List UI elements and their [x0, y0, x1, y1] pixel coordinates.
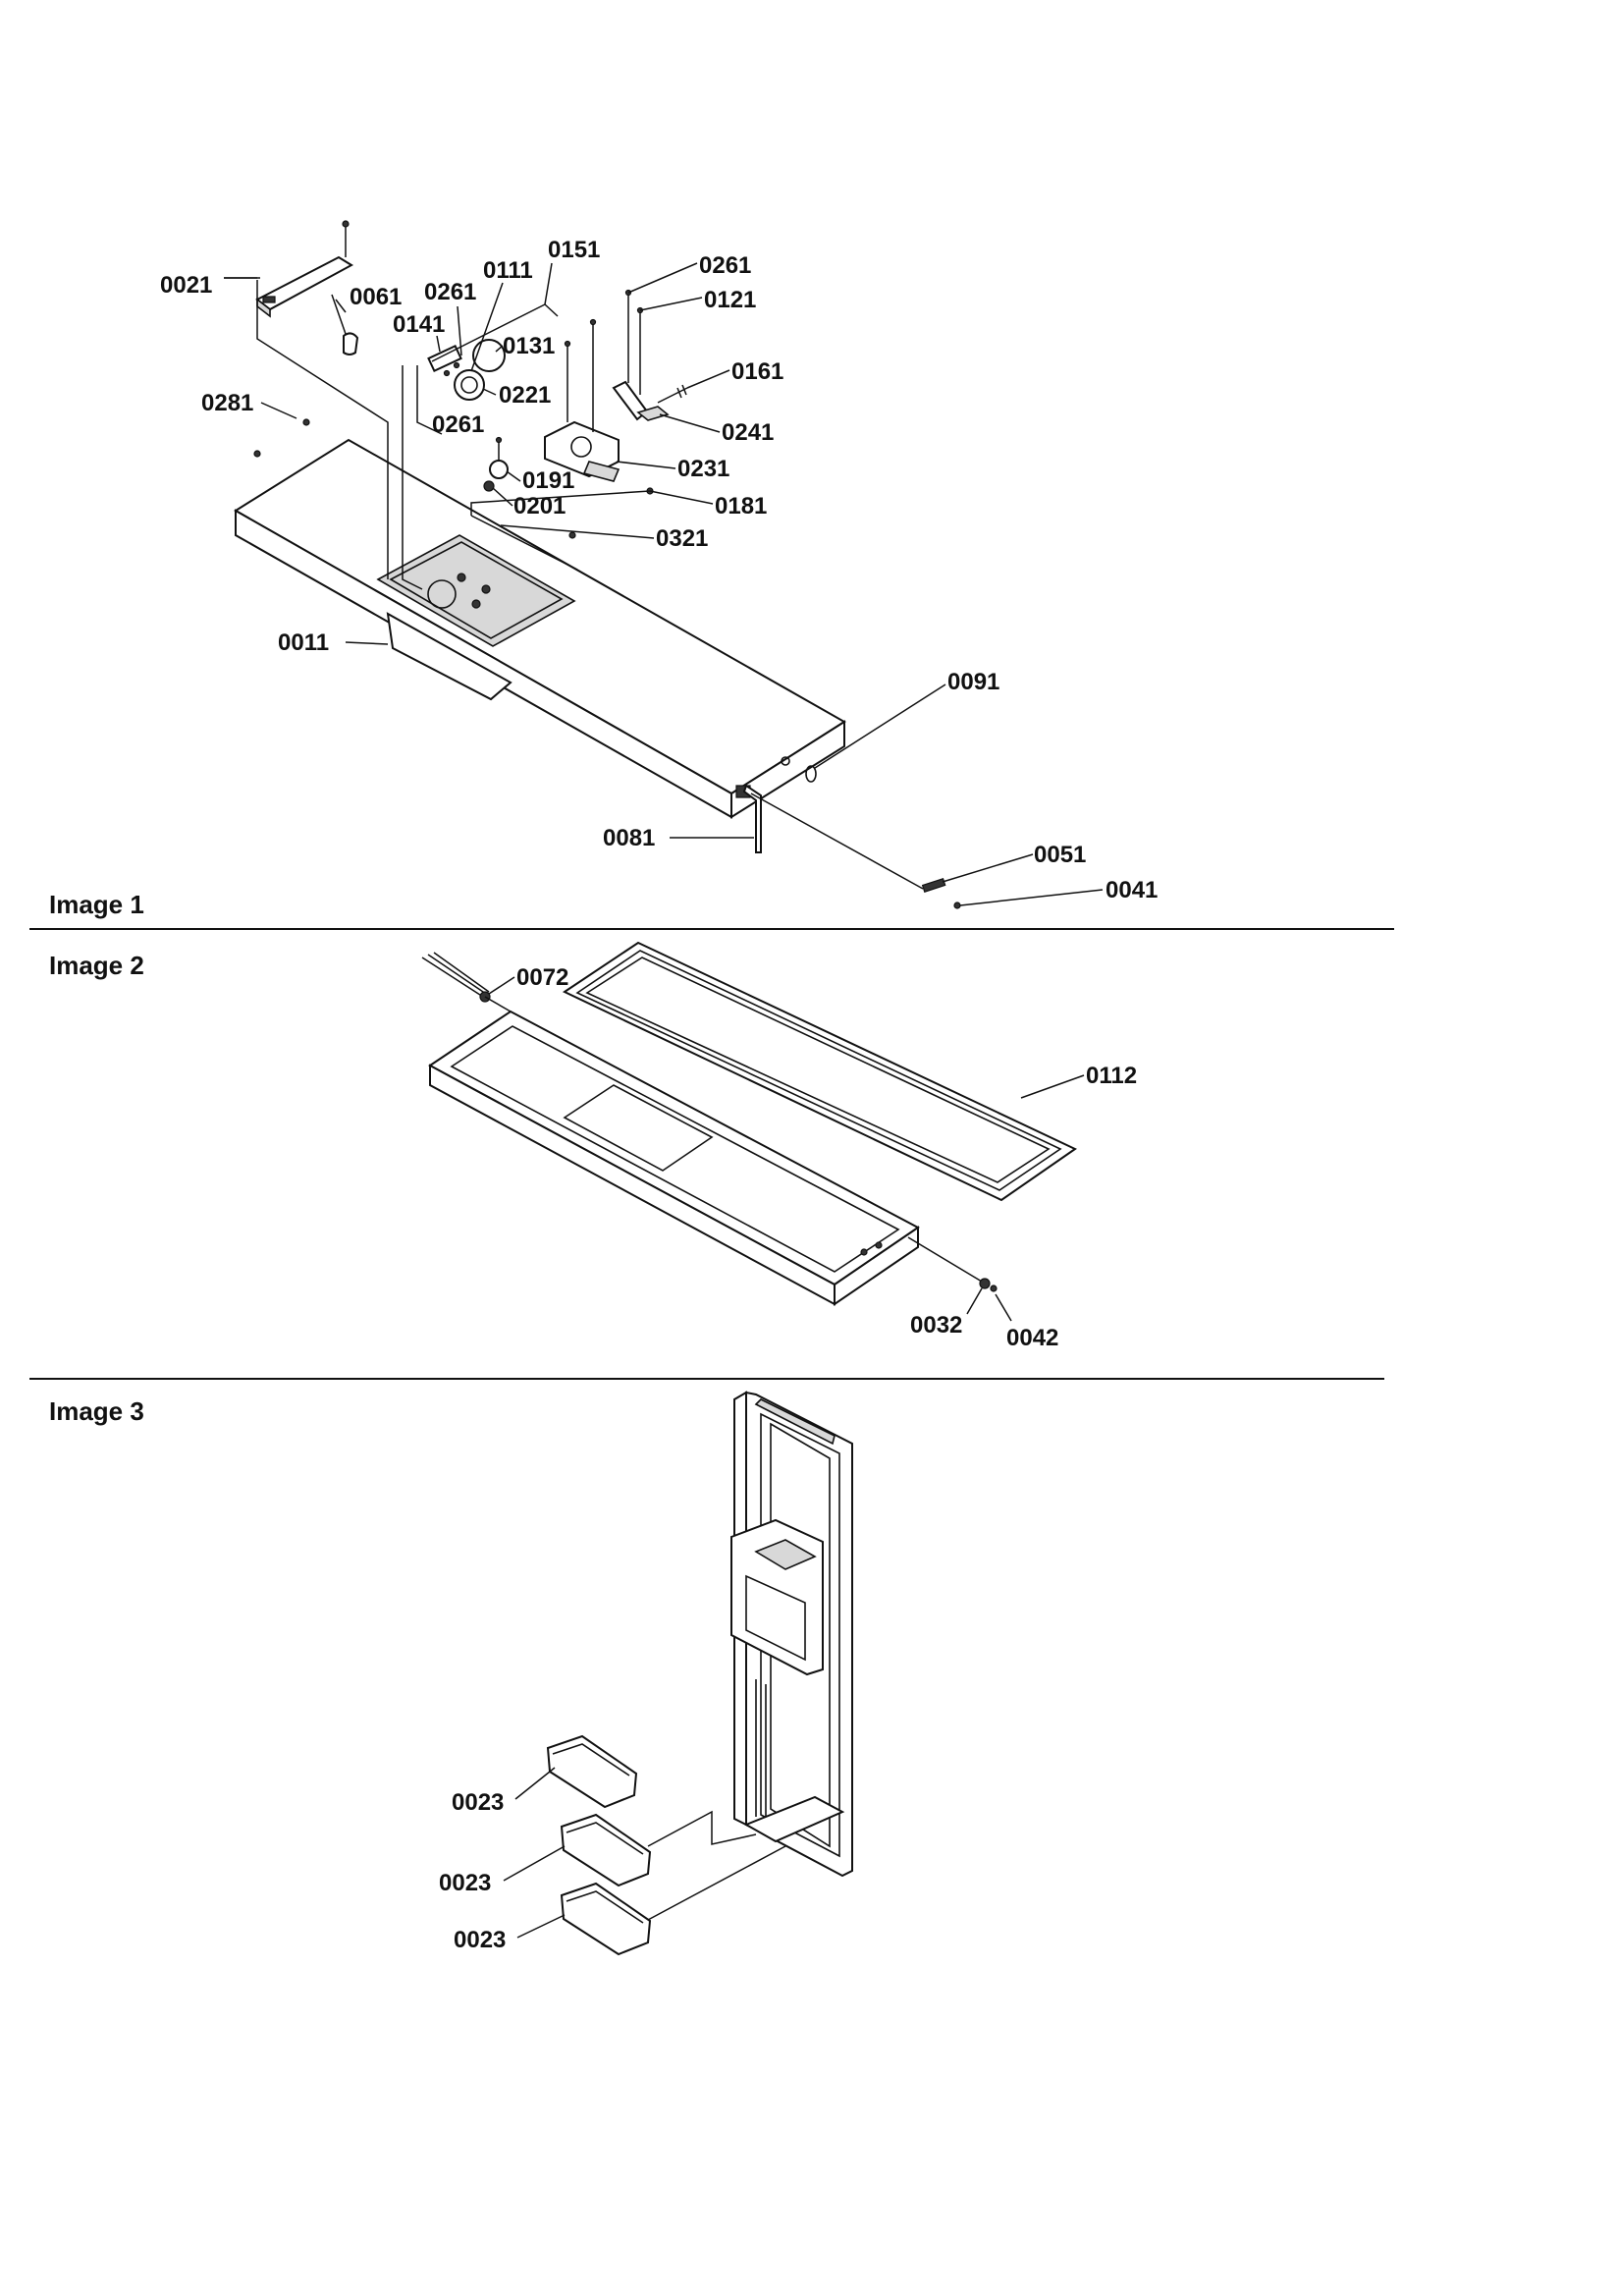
part-0041 [953, 902, 961, 909]
section-title-image-2: Image 2 [49, 951, 144, 980]
callout-0041: 0041 [1106, 877, 1158, 903]
callout-0023: 0023 [439, 1870, 491, 1896]
part-0191 [489, 460, 509, 479]
screw [253, 450, 261, 458]
callout-0131: 0131 [503, 333, 555, 359]
callout-0221: 0221 [499, 382, 551, 409]
section-title-image-1: Image 1 [49, 890, 144, 919]
callout-0191: 0191 [522, 467, 574, 494]
screw [302, 418, 310, 426]
callout-0121: 0121 [704, 287, 756, 313]
control-knob [427, 579, 457, 609]
part-0023-bin-3 [560, 1882, 652, 1956]
part-0051 [921, 877, 946, 893]
end-hole [781, 756, 790, 766]
callout-0061: 0061 [350, 284, 402, 310]
callout-0023: 0023 [452, 1789, 504, 1816]
callout-0081: 0081 [603, 825, 655, 851]
callout-0023: 0023 [454, 1927, 506, 1953]
image-3-callouts: 0023 0023 0023 [439, 1767, 566, 1953]
image-2-callouts: 0072 0112 0032 0042 [488, 964, 1137, 1351]
callout-0112: 0112 [1086, 1063, 1137, 1089]
callout-0151: 0151 [548, 237, 600, 263]
callout-0261: 0261 [424, 279, 476, 305]
callout-0241: 0241 [722, 419, 774, 446]
callout-0072: 0072 [516, 964, 568, 991]
callout-0261: 0261 [699, 252, 751, 279]
section-divider-2 [29, 1378, 1384, 1380]
part-0141 [427, 344, 462, 373]
part-0081 [742, 784, 762, 853]
callout-0201: 0201 [513, 493, 566, 519]
image-3-assembly [546, 1391, 853, 1956]
callout-0181: 0181 [715, 493, 767, 519]
callout-0111: 0111 [483, 257, 533, 284]
part-0221 [454, 369, 485, 401]
top-panel-end-face [730, 720, 845, 819]
section-divider-1 [29, 928, 1394, 930]
callout-0161: 0161 [731, 358, 783, 385]
callout-0032: 0032 [910, 1312, 962, 1339]
part-0061 [343, 332, 359, 355]
callout-0141: 0141 [393, 311, 445, 338]
part-0112 [562, 941, 1077, 1202]
part-0032 [979, 1278, 991, 1289]
callout-0231: 0231 [677, 456, 729, 482]
callout-0281: 0281 [201, 390, 253, 416]
callout-0321: 0321 [656, 525, 708, 552]
callout-0261: 0261 [432, 411, 484, 438]
part-0201 [483, 480, 495, 492]
image-2-assembly [421, 941, 1077, 1306]
callout-0051: 0051 [1034, 842, 1086, 868]
image-1-assembly [224, 220, 961, 909]
part-0023-bin-2 [560, 1813, 652, 1887]
part-0131 [472, 339, 506, 372]
tray-compartment [563, 1084, 714, 1172]
part-0042 [990, 1285, 998, 1292]
screw [568, 531, 576, 539]
under-housing [386, 612, 512, 701]
callout-0011: 0011 [278, 629, 329, 656]
part-0091 [805, 765, 817, 783]
image-1-callouts: 0021 0061 0261 0111 0151 0141 0131 0221 … [160, 237, 1158, 906]
section-title-image-3: Image 3 [49, 1396, 144, 1426]
dispenser-opening [754, 1539, 817, 1570]
part-0161 [657, 387, 688, 404]
callout-0021: 0021 [160, 272, 212, 299]
callout-0042: 0042 [1006, 1325, 1058, 1351]
callout-0091: 0091 [947, 669, 999, 695]
